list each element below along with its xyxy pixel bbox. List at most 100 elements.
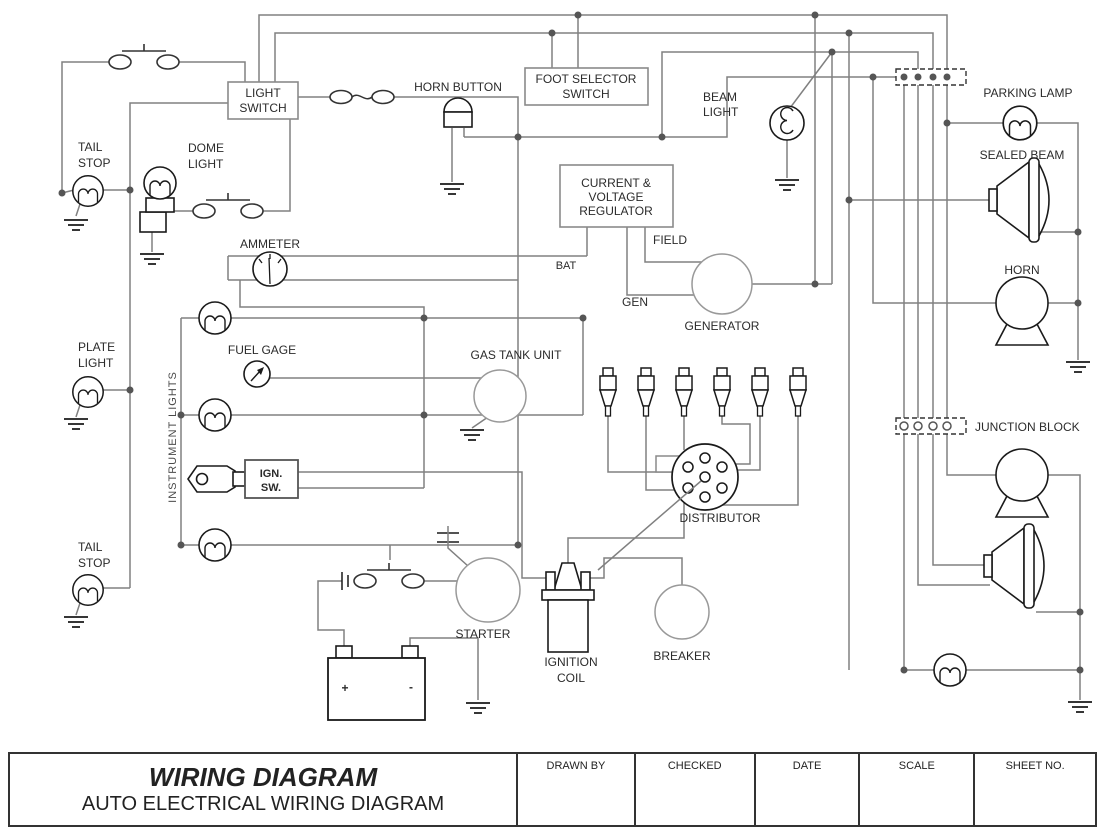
lamp-icon <box>1002 105 1038 141</box>
foot-selector-label: FOOT SELECTOR <box>536 72 637 86</box>
starter-label: STARTER <box>456 627 511 641</box>
sealed-beam-label: SEALED BEAM <box>980 148 1065 162</box>
title-block-main-cell: WIRING DIAGRAM AUTO ELECTRICAL WIRING DI… <box>10 754 519 825</box>
foot-selector-switch: FOOT SELECTOR SWITCH <box>524 67 649 106</box>
pull-switch-dome <box>192 192 264 219</box>
lamp-icon <box>72 376 104 408</box>
spark-plug-icon <box>675 367 693 417</box>
beam-light-label2: LIGHT <box>703 105 739 119</box>
plate-light-label: PLATE <box>78 340 115 354</box>
ammeter-label: AMMETER <box>240 237 300 251</box>
pull-switch-headlamps <box>108 43 180 70</box>
ground-icon <box>774 179 800 191</box>
junction-block-label: JUNCTION BLOCK <box>975 420 1080 434</box>
ground-icon <box>1065 361 1091 373</box>
tail-stop-upper: TAIL STOP <box>63 140 110 231</box>
generator-label: GENERATOR <box>685 319 760 333</box>
starter-switch-icon <box>353 562 425 589</box>
sealed-beam-icon <box>983 523 1045 609</box>
ground-icon <box>63 616 89 628</box>
tail-stop-label2: STOP <box>78 156 110 170</box>
gas-tank-label: GAS TANK UNIT <box>471 348 563 362</box>
schematic: LIGHT SWITCH FOOT SELECTOR SWITCH HORN B… <box>58 11 1093 721</box>
field-terminal-label: FIELD <box>653 233 687 247</box>
voltage-regulator: CURRENT & VOLTAGE REGULATOR FIELD GEN <box>559 164 687 309</box>
light-switch: LIGHT SWITCH <box>227 81 299 120</box>
fuse-icon <box>329 89 395 105</box>
generator: GENERATOR <box>685 253 760 333</box>
distributor-label: DISTRIBUTOR <box>679 511 760 525</box>
breaker: BREAKER <box>653 584 711 663</box>
bulb-icon <box>143 166 177 200</box>
spark-plug-icon <box>751 367 769 417</box>
lamp-icon <box>198 301 232 335</box>
ignition-switch: IGN. SW. <box>187 459 299 499</box>
ign-sw-label: IGN. <box>260 468 283 480</box>
junction-dots <box>58 11 1084 674</box>
sealed-beam-1: SEALED BEAM <box>980 148 1065 243</box>
title-block-cell-checked: CHECKED <box>636 754 756 825</box>
horn-icon <box>995 276 1049 346</box>
ignition-coil-label: IGNITION <box>544 655 597 669</box>
fuel-gage: FUEL GAGE <box>228 343 296 388</box>
light-switch-label: LIGHT <box>245 86 281 100</box>
spark-plug-icon <box>789 367 807 417</box>
title-block-cell-drawn-by: DRAWN BY <box>518 754 636 825</box>
drawing-subtitle: AUTO ELECTRICAL WIRING DIAGRAM <box>81 792 445 815</box>
foot-selector-label2: SWITCH <box>562 87 609 101</box>
spark-plug-icon <box>637 367 655 417</box>
dome-light: DOME LIGHT <box>139 141 224 265</box>
rear-lamp <box>933 653 1093 713</box>
spark-plug-icon <box>599 367 617 417</box>
ignition-coil-label2: COIL <box>557 671 585 685</box>
ground-icon <box>459 429 485 441</box>
column-header: SHEET NO. <box>1005 760 1065 772</box>
horn-button: HORN BUTTON <box>414 80 502 195</box>
parking-lamp: PARKING LAMP <box>983 86 1073 141</box>
title-block-cell-sheet-no: SHEET NO. <box>975 754 1095 825</box>
plate-light: PLATE LIGHT <box>63 340 115 430</box>
column-header: SCALE <box>898 760 935 772</box>
starter: STARTER <box>341 526 521 641</box>
sealed-beam-2 <box>983 523 1045 609</box>
beam-light: BEAM LIGHT <box>703 90 805 191</box>
column-header: DRAWN BY <box>546 760 606 772</box>
ign-sw-label2: SW. <box>261 482 281 494</box>
ground-icon <box>63 418 89 430</box>
battery-plus-label: + <box>341 681 348 695</box>
regulator-label: CURRENT & <box>581 176 651 190</box>
horn-2 <box>995 448 1049 518</box>
instrument-lights-label: INSTRUMENT LIGHTS <box>167 371 179 503</box>
horn-icon <box>995 448 1049 518</box>
fuel-gage-label: FUEL GAGE <box>228 343 296 357</box>
ground-icon <box>1067 701 1093 713</box>
sealed-beam-icon <box>988 157 1050 243</box>
light-switch-label2: SWITCH <box>239 101 286 115</box>
wire-network <box>61 14 1081 700</box>
horn-button-label: HORN BUTTON <box>414 80 502 94</box>
spark-plug-icon <box>713 367 731 417</box>
title-block: WIRING DIAGRAM AUTO ELECTRICAL WIRING DI… <box>8 752 1097 827</box>
tail-stop-label2: STOP <box>78 556 110 570</box>
lamp-icon <box>72 574 104 606</box>
ground-icon <box>63 219 89 231</box>
lamp-icon <box>933 653 967 687</box>
parking-lamp-label: PARKING LAMP <box>983 86 1072 100</box>
tail-stop-lower: TAIL STOP <box>63 540 110 628</box>
dome-light-label: DOME <box>188 141 224 155</box>
drawing-title: WIRING DIAGRAM <box>148 762 378 793</box>
horn-label: HORN <box>1004 263 1039 277</box>
title-block-cell-scale: SCALE <box>860 754 976 825</box>
distributor: DISTRIBUTOR <box>597 443 761 571</box>
regulator-label2: VOLTAGE <box>589 190 644 204</box>
ground-icon <box>465 702 491 714</box>
column-header: DATE <box>792 760 822 772</box>
beam-light-label: BEAM <box>703 90 737 104</box>
tail-stop-label: TAIL <box>78 140 103 154</box>
column-header: CHECKED <box>667 760 722 772</box>
lamp-icon <box>198 528 232 562</box>
instrument-lights: INSTRUMENT LIGHTS <box>167 301 232 562</box>
ammeter: AMMETER BAT <box>240 237 577 287</box>
tail-stop-label: TAIL <box>78 540 103 554</box>
